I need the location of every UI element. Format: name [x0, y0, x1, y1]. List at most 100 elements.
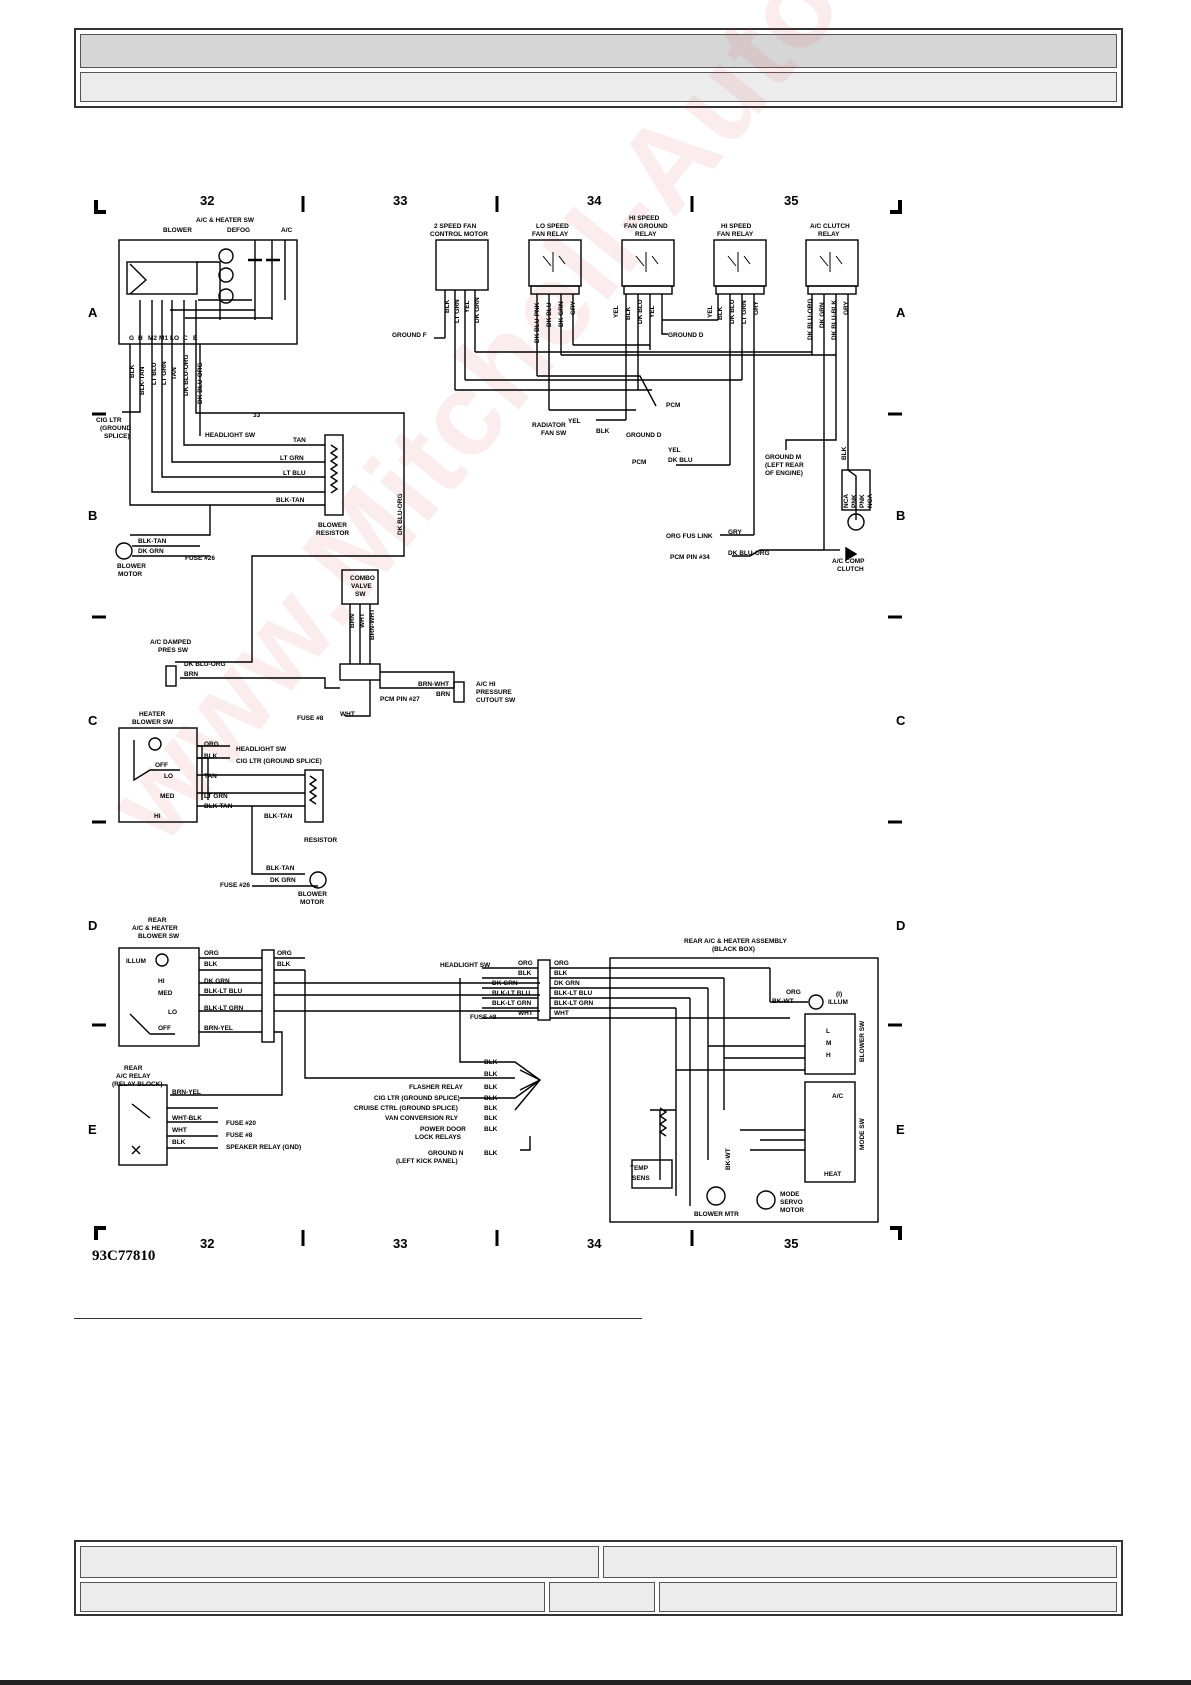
label-ground-d: GROUND D	[668, 332, 704, 339]
wire-lt-grn-2: LT GRN	[204, 793, 228, 800]
wire-dk-grn-5: DK GRN	[554, 980, 580, 987]
wire-33: 33	[253, 412, 261, 419]
label-ac-clutch: A/C CLUTCH	[810, 223, 850, 230]
wire-lt-grn-1: LT GRN	[280, 455, 304, 462]
label-sens: SENS	[632, 1175, 650, 1182]
wire-brn-yel-2: BRN-YEL	[172, 1089, 201, 1096]
label-hi-speed-2: HI SPEED	[721, 223, 752, 230]
header-frame	[74, 28, 1123, 108]
col-35-bottom: 35	[784, 1236, 798, 1251]
wire-blk-9: BLK	[484, 1071, 498, 1078]
label-radiator: RADIATOR	[532, 422, 566, 429]
wire-brn-wht-1: BRN-WHT	[418, 681, 449, 688]
wire-v-dk-grn-2: DK GRN	[558, 301, 565, 327]
wire-v-dk-blu-blk: DK BLU-BLK	[831, 300, 838, 340]
wire-v-blk-2: BLK	[444, 299, 451, 313]
label-fuse26: FUSE #26	[185, 555, 215, 562]
figure-id: 93C77810	[92, 1248, 155, 1264]
label-fuse20: FUSE #20	[226, 1120, 256, 1127]
label-rear-ac-heater: A/C & HEATER	[132, 925, 178, 932]
label-splice: SPLICE)	[104, 433, 130, 440]
col-32-bottom: 32	[200, 1236, 214, 1251]
label-relay-word: RELAY	[635, 231, 657, 238]
label-ground-n: GROUND N	[428, 1150, 464, 1157]
wire-org-5: ORG	[554, 960, 569, 967]
wire-v-dk-blu-3: DK BLU	[729, 299, 736, 324]
wire-blk-tan-3: BLK-TAN	[204, 803, 233, 810]
pin-h: H	[138, 335, 143, 342]
wire-blk-11: BLK	[484, 1095, 498, 1102]
label-pres-sw: PRES SW	[158, 647, 189, 654]
label-fuse8-b: FUSE #8	[226, 1132, 253, 1139]
label-valve: VALVE	[351, 583, 372, 590]
label-illum: ILLUM	[126, 958, 146, 965]
wire-brn-1: BRN	[184, 671, 198, 678]
label-control-motor: CONTROL MOTOR	[430, 231, 488, 238]
row-a-right: A	[896, 305, 906, 320]
label-fuse26-b: FUSE #26	[220, 882, 250, 889]
wire-v-pnk-1: PNK	[851, 494, 858, 508]
wire-v-nca-1: NCA	[843, 494, 850, 508]
label-fuse8: FUSE #8	[297, 715, 324, 722]
label-v-blower-sw: BLOWER SW	[859, 1020, 866, 1062]
row-c-left: C	[88, 713, 98, 728]
pin-e: E	[193, 335, 198, 342]
footer-cell-5	[659, 1582, 1117, 1612]
label-rear-2: REAR	[124, 1065, 143, 1072]
label-sw: SW	[355, 591, 366, 598]
wire-wht-2: WHT	[518, 1010, 533, 1017]
row-b-left: B	[88, 508, 97, 523]
wire-dk-blu-1: DK BLU	[668, 457, 693, 464]
wire-tan-1: TAN	[293, 437, 306, 444]
wire-v-dk-blu-org-2: DK BLU-ORG	[397, 493, 404, 535]
wire-wht-1: WHT	[340, 711, 355, 718]
header-bar-top	[80, 34, 1117, 68]
wire-blk-15: BLK	[484, 1150, 498, 1157]
label-cig-ltr: CIG LTR	[96, 417, 122, 424]
label-cig-ltr-gs-2: CIG LTR (GROUND SPLICE)	[374, 1095, 460, 1102]
label-blower-motor: BLOWER	[117, 563, 146, 570]
wire-v-gry-3: GRY	[843, 300, 850, 315]
wire-wht-blk-1: WHT-BLK	[172, 1115, 202, 1122]
label-van-conversion: VAN CONVERSION RLY	[385, 1115, 459, 1122]
wire-v-gry: GRY	[570, 300, 577, 315]
label-ac-hi: A/C HI	[476, 681, 496, 688]
label-resistor: RESISTOR	[304, 837, 337, 844]
label-fan-relay: FAN RELAY	[532, 231, 569, 238]
wire-blk-tan-4: BLK-TAN	[264, 813, 293, 820]
row-e-left: E	[88, 1122, 97, 1137]
wire-blk-lt-grn-1: BLK-LT GRN	[204, 1005, 244, 1012]
footer-cell-3	[80, 1582, 545, 1612]
wire-org-3: ORG	[277, 950, 292, 957]
wire-dk-grn-2: DK GRN	[270, 877, 296, 884]
wire-blk-4: BLK	[277, 961, 291, 968]
wire-v-dk-blu: DK BLU	[546, 302, 553, 327]
wire-v-blk-5: BLK	[841, 446, 848, 460]
wire-brn-2: BRN	[436, 691, 450, 698]
wire-v-nca-2: NCA	[867, 494, 874, 508]
footer-cell-2	[603, 1546, 1117, 1578]
wire-v-dk-blu-org-3: DK BLU-ORG	[807, 298, 814, 340]
label-headlight-sw-3: HEADLIGHT SW	[440, 962, 491, 969]
wire-org-2: ORG	[204, 950, 219, 957]
col-34-top: 34	[587, 193, 602, 208]
wire-blk-7: BLK	[172, 1139, 186, 1146]
wire-v-blk-4: BLK	[717, 306, 724, 320]
label-ground-d-2: GROUND D	[626, 432, 662, 439]
bottom-edge	[0, 1680, 1191, 1685]
label-rear-lo: LO	[168, 1009, 177, 1016]
wire-blk-1: BLK	[596, 428, 610, 435]
wire-v-gry-2: GRY	[753, 300, 760, 315]
label-black-box: (BLACK BOX)	[712, 946, 755, 953]
wire-dk-blu-org-2: DK BLU-ORG	[184, 661, 226, 668]
wire-blk-2: BLK	[204, 753, 218, 760]
label-left-kick: (LEFT KICK PANEL)	[396, 1158, 458, 1165]
wire-v-brn-wht: BRN-WHT	[369, 609, 376, 640]
label-motor-3: MOTOR	[780, 1207, 804, 1214]
label-ac-2: A/C	[832, 1093, 844, 1100]
wire-v-lt-grn-2: LT GRN	[454, 299, 461, 323]
label-fan-ground: FAN GROUND	[624, 223, 668, 230]
label-motor-word: MOTOR	[118, 571, 142, 578]
header-bar-bottom	[80, 72, 1117, 102]
